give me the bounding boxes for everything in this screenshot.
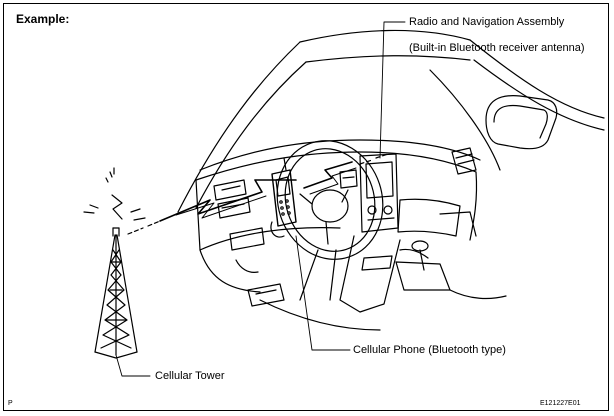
callout-leaders [115, 21, 406, 377]
dashboard [195, 139, 481, 307]
bluetooth-antenna-callout: (Built-in Bluetooth receiver antenna) [409, 42, 585, 54]
radio-navigation-callout: Radio and Navigation Assembly [409, 16, 565, 28]
diagram-frame [3, 3, 609, 411]
cellular-tower [94, 227, 138, 359]
cellular-phone-callout: Cellular Phone (Bluetooth type) [353, 344, 506, 356]
example-label: Example: [16, 12, 70, 26]
p-marker: P [8, 400, 13, 407]
wireless-link-icon [127, 153, 389, 235]
tower-signal-icon [83, 167, 146, 221]
figure-id: E121227E01 [540, 400, 581, 407]
side-mirror [485, 95, 558, 150]
radio-navigation-assembly [339, 153, 399, 233]
steering-wheel [276, 140, 384, 301]
vehicle-cabin-outline [177, 29, 605, 213]
center-console [259, 211, 507, 331]
cellular-phone [270, 157, 297, 238]
cellular-tower-callout: Cellular Tower [155, 370, 225, 382]
